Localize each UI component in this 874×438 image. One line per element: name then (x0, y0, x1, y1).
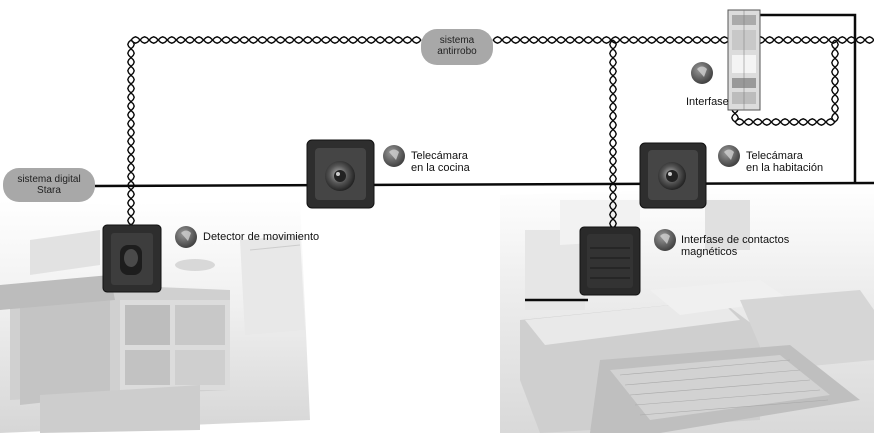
bedroom-camera-label: Telecámara en la habitación (746, 150, 823, 174)
detector-label: Detector de movimiento (203, 231, 319, 243)
bedroom-camera-device (640, 143, 706, 208)
kitchen-camera-label: Telecámara en la cocina (411, 150, 470, 174)
magnetic-contacts-interface-device (580, 227, 640, 295)
contacts-interface-label: Interfase de contactos magnéticos (681, 234, 789, 258)
badge-cocina (383, 145, 405, 167)
badge-detector (175, 226, 197, 248)
badge-interfase (691, 62, 713, 84)
interfase-label: Interfase (686, 96, 729, 108)
antirrobo-system-pill: sistema antirrobo (421, 29, 493, 65)
kitchen-camera-device (307, 140, 374, 208)
interfase-module (728, 10, 760, 110)
motion-detector-device (103, 225, 161, 292)
badge-habitacion (718, 145, 740, 167)
badge-contactos (654, 229, 676, 251)
bedroom-background (500, 185, 874, 433)
stara-system-pill: sistema digital Stara (3, 168, 95, 202)
